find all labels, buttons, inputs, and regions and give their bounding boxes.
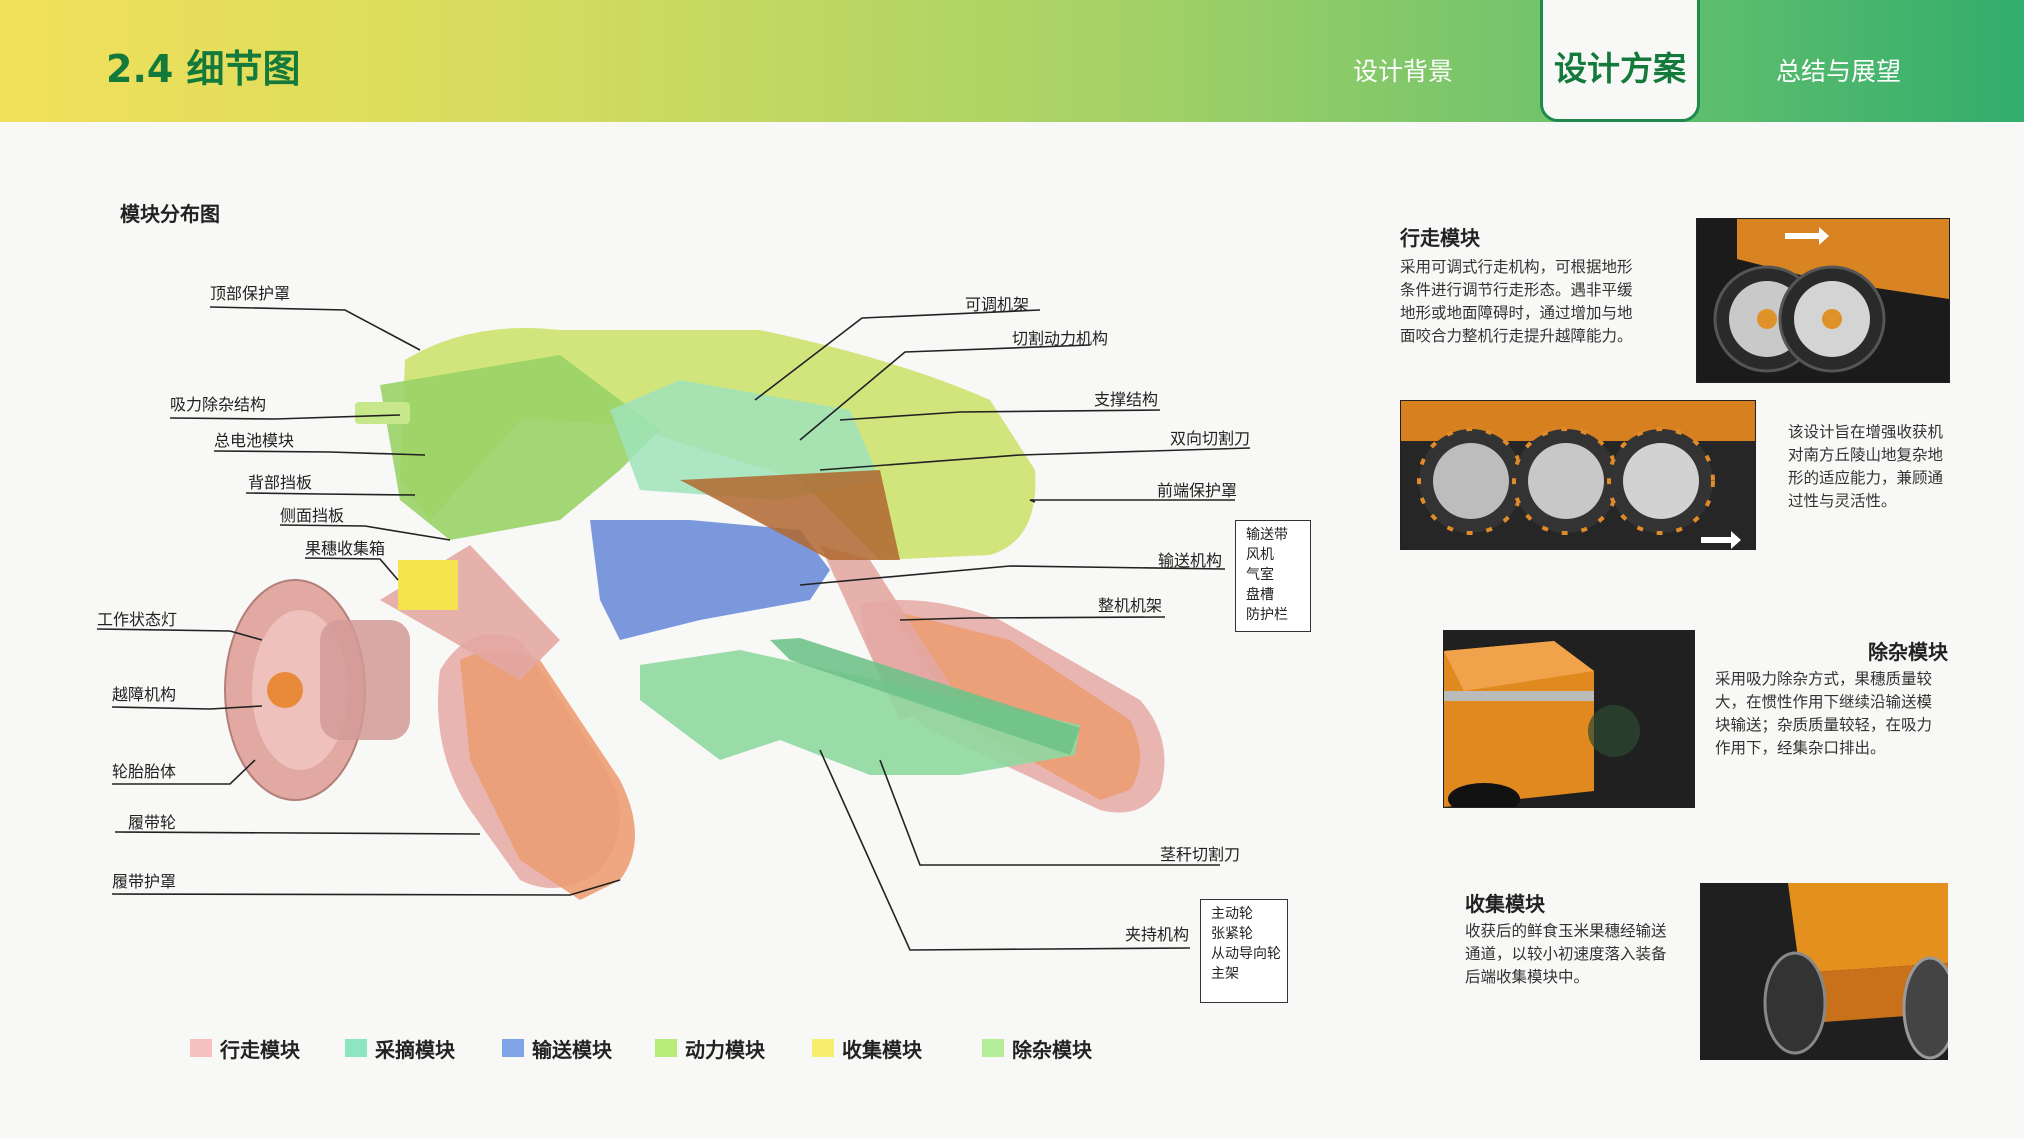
desc-line: 面咬合力整机行走提升越障能力。 [1400, 327, 1633, 345]
label-front-guard: 前端保护罩 [1157, 481, 1238, 500]
desc-line: 通道，以较小初速度落入装备 [1465, 945, 1667, 963]
label-top-guard: 顶部保护罩 [210, 284, 291, 303]
adaptive-desc: 该设计旨在增强收获机 对南方丘陵山地复杂地 形的适应能力，兼顾通 过性与灵活性。 [1788, 421, 1943, 513]
label-back-baffle: 背部挡板 [248, 473, 313, 492]
legend-picking: 采摘模块 [345, 1034, 455, 1062]
walking-module-photo [1696, 218, 1950, 383]
desc-line: 收获后的鲜食玉米果穗经输送 [1465, 922, 1667, 940]
desc-line: 采用吸力除杂方式，果穗质量较 [1715, 670, 1933, 688]
legend-label: 收集模块 [842, 1037, 922, 1062]
desc-line: 大，在惯性作用下继续沿输送模 [1715, 693, 1933, 711]
clamp-parts-box: 主动轮 张紧轮 从动导向轮 主架 [1200, 899, 1288, 1003]
label-battery-module: 总电池模块 [214, 431, 295, 450]
clamp-part: 主动轮 [1211, 906, 1253, 922]
conveyor-part: 风机 [1246, 547, 1274, 563]
desc-line: 块输送；杂质质量较轻，在吸力 [1715, 716, 1933, 734]
legend-walking: 行走模块 [190, 1034, 300, 1062]
legend-swatch [982, 1039, 1004, 1057]
desc-line: 对南方丘陵山地复杂地 [1788, 446, 1944, 464]
legend-conveying: 输送模块 [502, 1034, 612, 1062]
conveyor-part: 防护栏 [1246, 607, 1288, 623]
conveyor-parts-box: 输送带 风机 气室 盘槽 防护栏 [1235, 520, 1311, 632]
label-adjustable-frame: 可调机架 [965, 295, 1030, 314]
nav-design-scheme-label: 设计方案 [1554, 49, 1686, 88]
nav-summary-outlook[interactable]: 总结与展望 [1776, 57, 1902, 86]
label-stalk-cutter: 茎秆切割刀 [1160, 845, 1241, 864]
legend-label: 输送模块 [532, 1037, 612, 1062]
legend-swatch [345, 1039, 367, 1057]
legend-power: 动力模块 [655, 1034, 765, 1062]
label-main-frame: 整机机架 [1098, 596, 1163, 615]
desc-line: 该设计旨在增强收获机 [1788, 423, 1944, 441]
label-support-structure: 支撑结构 [1094, 390, 1159, 409]
legend-swatch [812, 1039, 834, 1057]
collect-module-title: 收集模块 [1465, 892, 1545, 916]
label-conveyor-mechanism: 输送机构 [1158, 551, 1223, 570]
legend-label: 采摘模块 [375, 1037, 455, 1062]
legend-label: 行走模块 [220, 1037, 300, 1062]
collect-module-desc: 收获后的鲜食玉米果穗经输送 通道，以较小初速度落入装备 后端收集模块中。 [1465, 920, 1667, 989]
legend-swatch [655, 1039, 677, 1057]
label-status-light: 工作状态灯 [97, 610, 178, 629]
spiked-wheels-render [1401, 401, 1755, 549]
legend-impurity: 除杂模块 [982, 1034, 1092, 1062]
clamp-part: 从动导向轮 [1211, 946, 1281, 962]
collect-render [1700, 883, 1948, 1060]
legend-swatch [502, 1039, 524, 1057]
nav-design-background[interactable]: 设计背景 [1353, 57, 1454, 86]
label-dual-cutter: 双向切割刀 [1170, 429, 1251, 448]
label-ear-collection-box: 果穗收集箱 [305, 539, 386, 558]
impurity-module-photo [1443, 630, 1695, 808]
label-suction-structure: 吸力除杂结构 [170, 395, 267, 414]
legend-swatch [190, 1039, 212, 1057]
walking-module-title: 行走模块 [1400, 226, 1480, 250]
label-obstacle-mechanism: 越障机构 [112, 685, 177, 704]
legend-collecting: 收集模块 [812, 1034, 922, 1062]
desc-line: 作用下，经集杂口排出。 [1715, 739, 1886, 757]
clamp-part: 张紧轮 [1211, 926, 1253, 942]
desc-line: 采用可调式行走机构，可根据地形 [1400, 258, 1633, 276]
legend-label: 除杂模块 [1012, 1037, 1092, 1062]
desc-line: 形的适应能力，兼顾通 [1788, 469, 1944, 487]
adaptive-wheels-photo [1400, 400, 1756, 550]
label-track-guard: 履带护罩 [112, 872, 177, 891]
legend-label: 动力模块 [685, 1037, 765, 1062]
tracked-wheels-render [1697, 219, 1949, 382]
conveyor-part: 输送带 [1246, 527, 1288, 543]
label-tire-body: 轮胎胎体 [112, 762, 177, 781]
collect-module-photo [1700, 883, 1948, 1060]
label-side-baffle: 侧面挡板 [280, 506, 345, 525]
label-track-wheel: 履带轮 [128, 813, 177, 832]
desc-line: 后端收集模块中。 [1465, 968, 1590, 986]
clamp-part: 主架 [1211, 966, 1239, 982]
page-title: 2.4 细节图 [106, 47, 301, 91]
impurity-render [1444, 631, 1694, 807]
diagram-title: 模块分布图 [120, 202, 220, 226]
machine-exploded-illustration [224, 328, 1165, 900]
impurity-module-desc: 采用吸力除杂方式，果穗质量较 大，在惯性作用下继续沿输送模 块输送；杂质质量较轻… [1715, 668, 1932, 760]
desc-line: 条件进行调节行走形态。遇非平缓 [1400, 281, 1633, 299]
desc-line: 地形或地面障碍时，通过增加与地 [1400, 304, 1633, 322]
walking-module-desc: 采用可调式行走机构，可根据地形 条件进行调节行走形态。遇非平缓 地形或地面障碍时… [1400, 256, 1633, 348]
desc-line: 过性与灵活性。 [1788, 492, 1897, 510]
nav-design-scheme[interactable]: 设计方案 [1540, 0, 1700, 122]
impurity-module-title: 除杂模块 [1868, 640, 1948, 664]
label-clamp-mechanism: 夹持机构 [1125, 925, 1190, 944]
conveyor-part: 气室 [1246, 567, 1274, 583]
conveyor-part: 盘槽 [1246, 587, 1274, 603]
label-cutting-power: 切割动力机构 [1012, 329, 1109, 348]
